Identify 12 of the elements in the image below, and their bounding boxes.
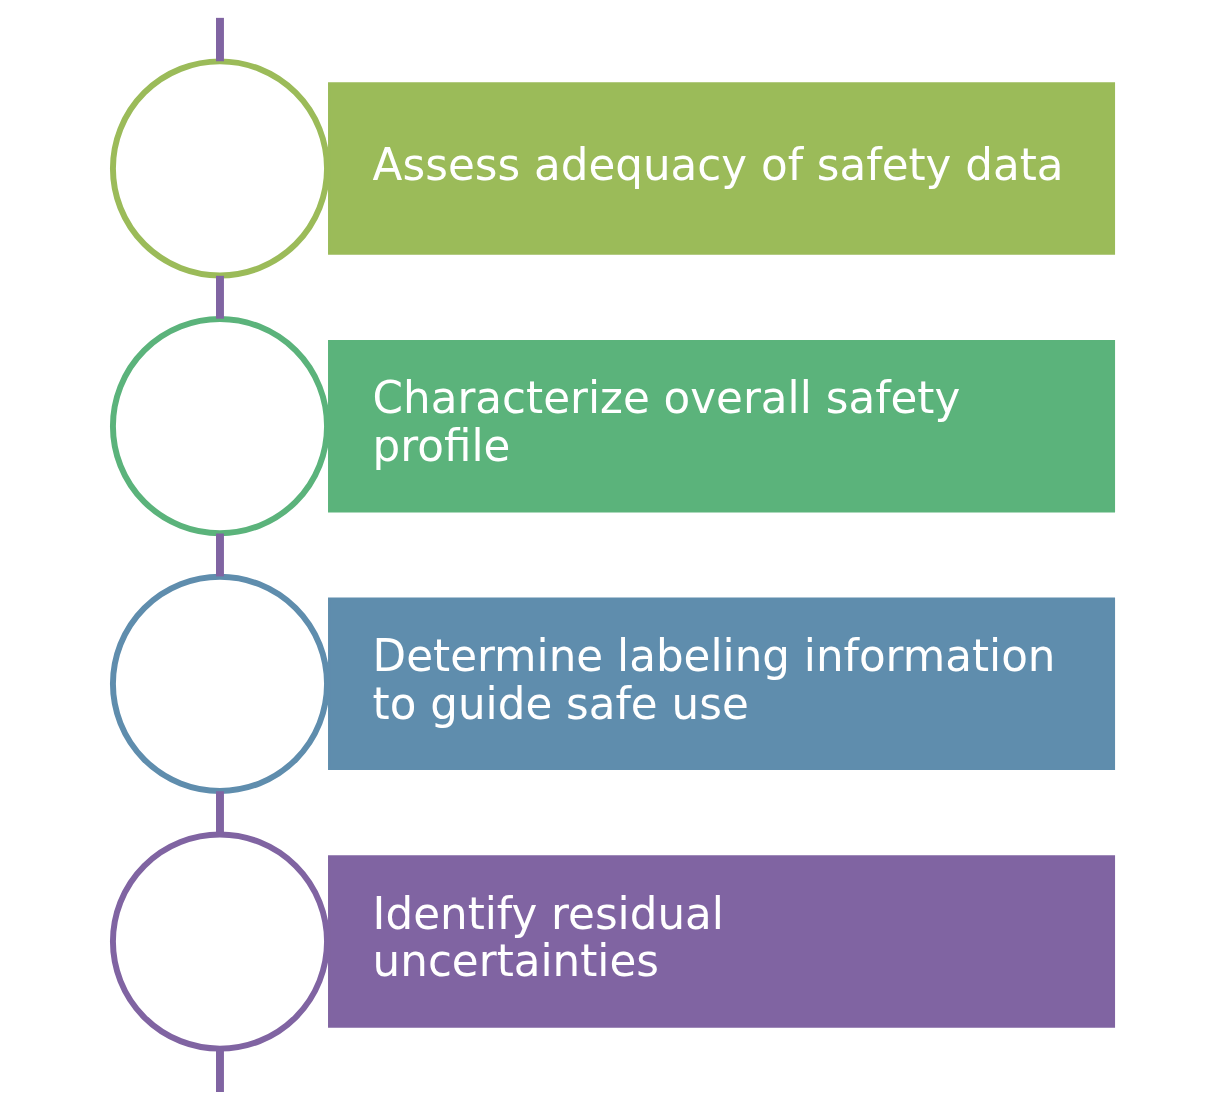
node-box: Identify residual uncertainties (327, 855, 1115, 1028)
connector (215, 791, 224, 835)
node-circle (109, 573, 330, 794)
node-circle (109, 831, 330, 1052)
connector (215, 275, 224, 319)
node-box: Determine labeling information to guide safe use (327, 597, 1115, 771)
node-box: Assess adequacy of safety data (327, 82, 1115, 255)
node-circle (109, 316, 330, 537)
node-box: Characterize overall safety profile (327, 339, 1115, 513)
connector (215, 1049, 224, 1093)
node-circle (109, 58, 330, 279)
connector (215, 533, 224, 577)
